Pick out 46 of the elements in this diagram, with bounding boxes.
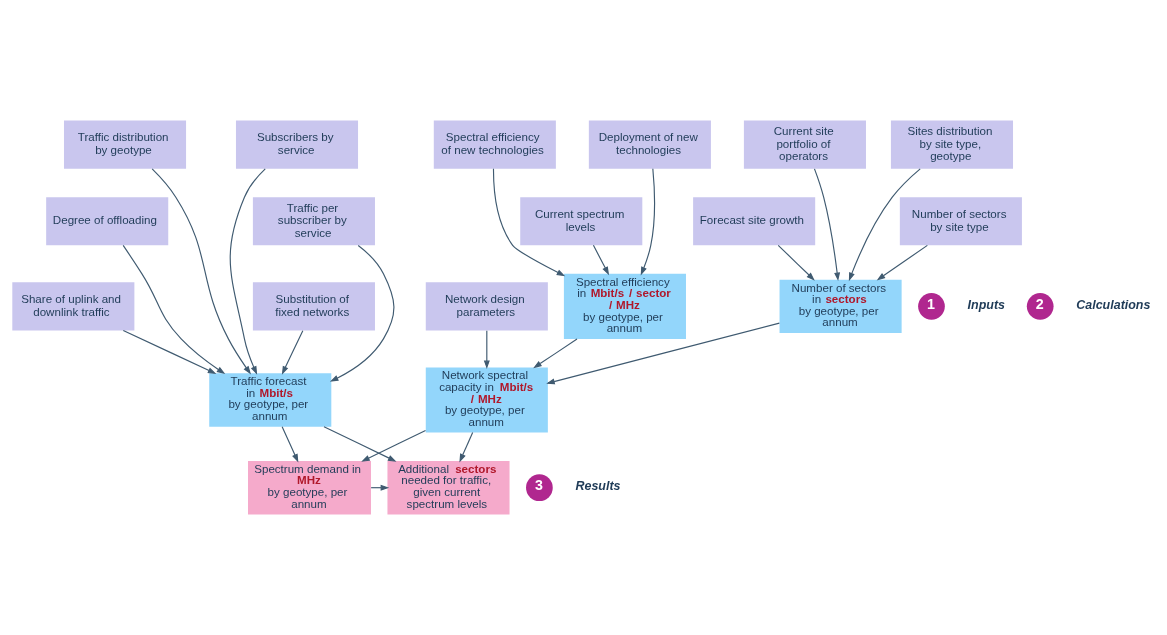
node-label: Results xyxy=(575,479,621,494)
arrow xyxy=(813,168,841,282)
arrow xyxy=(323,426,397,462)
node-box: Traffic distribution by geotype xyxy=(64,120,187,169)
arrow xyxy=(492,168,566,277)
arrow xyxy=(876,244,928,281)
arrow xyxy=(229,168,266,375)
node-box: Substitution of fixed networks xyxy=(252,282,375,331)
node-label: Calculations xyxy=(1076,297,1151,312)
node-box: Additional sectors needed for traffic, given current spectrum levels xyxy=(387,460,510,515)
node-box: Network spectral capacity in Mbit/s / MHz by geotype, per annum xyxy=(425,367,548,433)
arrow xyxy=(281,330,304,375)
node-box: Number of sectors by site type xyxy=(899,197,1022,246)
node-circle: 3 xyxy=(526,474,553,502)
node-box: Degree of offloading xyxy=(46,197,169,246)
arrow xyxy=(281,426,299,463)
node-box: Number of sectors in sectors by geotype, per annum xyxy=(779,279,902,334)
node-box: Sites distribution by site type, geotype xyxy=(890,120,1013,169)
arrow xyxy=(361,429,427,462)
node-box: Current site portfolio of operators xyxy=(743,120,866,169)
node-box: Deployment of new technologies xyxy=(588,120,711,169)
arrow xyxy=(777,244,815,281)
arrow xyxy=(122,329,217,374)
node-label: Inputs xyxy=(967,297,1005,312)
arrow xyxy=(459,432,474,463)
arrow xyxy=(122,244,226,375)
arrow xyxy=(533,338,578,369)
arrow xyxy=(151,168,251,375)
arrow xyxy=(329,244,395,382)
node-box: Current spectrum levels xyxy=(520,197,643,246)
arrow xyxy=(640,168,656,276)
node-circle: 2 xyxy=(1026,293,1054,320)
node-box: Spectral efficiency of new technologies xyxy=(433,120,556,169)
node-box: Share of uplink and downlink traffic xyxy=(12,282,135,331)
node-box: Subscribers by service xyxy=(235,120,359,169)
node-box: Spectral efficiency in Mbit/s / sector / MHz by geotype, per annum xyxy=(563,273,686,339)
node-box: Traffic per subscriber by service xyxy=(252,197,375,246)
arrow xyxy=(483,330,490,370)
arrow xyxy=(546,322,780,385)
node-box: Forecast site growth xyxy=(693,197,816,246)
node-box: Spectrum demand in MHz by geotype, per annum xyxy=(248,460,371,515)
arrow xyxy=(592,244,610,276)
node-box: Network design parameters xyxy=(425,282,548,331)
node-box: Traffic forecast in Mbit/s by geotype, per annum xyxy=(209,373,332,427)
arrow xyxy=(848,168,921,282)
node-circle: 1 xyxy=(918,293,945,320)
